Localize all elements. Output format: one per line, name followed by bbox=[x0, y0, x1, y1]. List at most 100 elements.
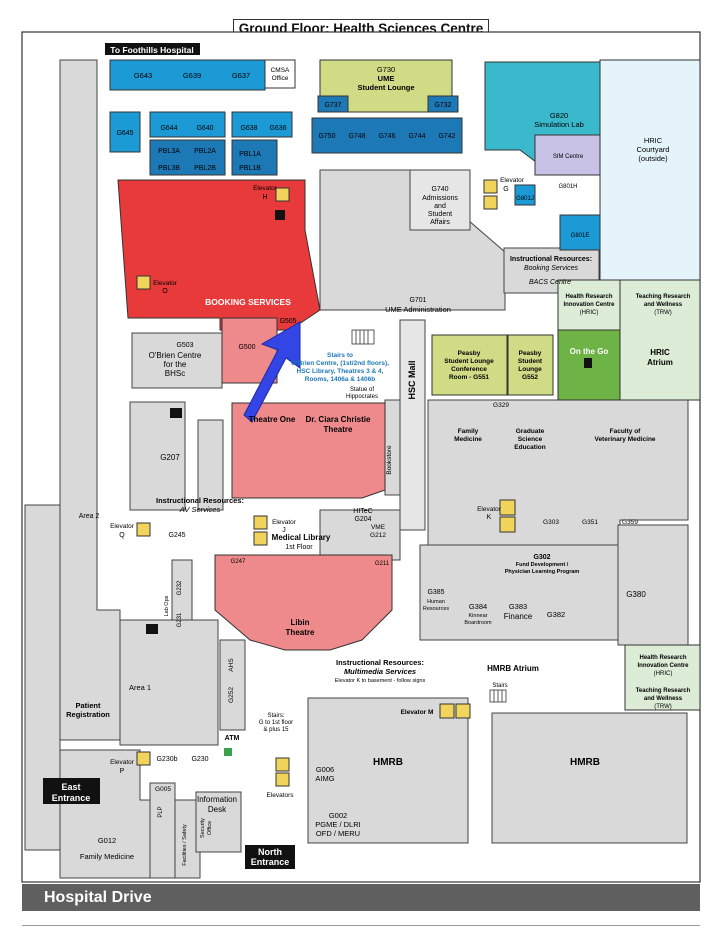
hric-innov3-label: (HRIC) bbox=[654, 671, 673, 677]
ume-lounge2-label: Student Lounge bbox=[357, 83, 414, 92]
g500-label: G500 bbox=[238, 344, 255, 351]
hric-courtyard1-label: HRIC bbox=[644, 136, 663, 145]
elevator-p1-label: Elevator bbox=[110, 759, 135, 766]
hric-atrium2-label: Atrium bbox=[647, 358, 673, 367]
washroom-icon bbox=[146, 210, 592, 634]
g384-1-label: G384 bbox=[469, 602, 487, 611]
g230-label: G230 bbox=[191, 756, 208, 763]
trw3-label: (TRW) bbox=[654, 704, 672, 710]
trw1-label: Teaching Research bbox=[636, 688, 691, 694]
facilities-label: Facilities / Safety bbox=[182, 824, 188, 866]
elevator-j2-label: J bbox=[282, 527, 286, 534]
g384-2-label: Kinnear bbox=[469, 613, 488, 619]
elevator-k2-label: K bbox=[487, 514, 492, 521]
north-line1-label: North bbox=[258, 847, 282, 857]
sim-centre-label: SIM Centre bbox=[553, 154, 584, 160]
elevator-q1-label: Elevator bbox=[110, 523, 135, 530]
elevator-h2-label: H bbox=[262, 194, 267, 201]
g638-label: G638 bbox=[240, 125, 257, 132]
hric-innov1-label: Health Research bbox=[565, 294, 612, 300]
g737-label: G737 bbox=[324, 102, 341, 109]
grad2-label: Science bbox=[518, 436, 543, 443]
hmrb-left-label: HMRB bbox=[373, 757, 403, 768]
east-line1-label: East bbox=[61, 782, 80, 792]
g252-label: G252 bbox=[228, 687, 235, 703]
area2-label: Area 2 bbox=[79, 513, 100, 520]
g503-label: G503 bbox=[176, 342, 193, 349]
g002-2-label: PGME / DLRI bbox=[315, 820, 360, 829]
g303-label: G303 bbox=[543, 519, 559, 526]
g639-label: G639 bbox=[183, 71, 201, 80]
g645-label: G645 bbox=[116, 130, 133, 137]
ir-av2-label: AV Services bbox=[179, 505, 221, 514]
g505-label: G505 bbox=[279, 318, 296, 325]
statue1-label: Statue of bbox=[350, 387, 374, 393]
bacs-label: BACS Centre bbox=[529, 279, 571, 286]
peasby1-1-label: Peasby bbox=[458, 350, 481, 357]
g637-label: G637 bbox=[232, 71, 250, 80]
plp-label: PLP bbox=[158, 806, 164, 817]
pbl2a-label: PBL2A bbox=[194, 148, 216, 155]
patient-reg1-label: Patient bbox=[75, 701, 101, 710]
stairs2-label: O'Brien Centre, (1st/2nd floors), bbox=[291, 360, 389, 367]
atm-label: ATM bbox=[225, 735, 240, 742]
g302-2-label: Fund Development / bbox=[516, 562, 569, 568]
g740-label: G740 bbox=[431, 186, 448, 193]
g384-3-label: Boardroom bbox=[464, 620, 492, 626]
g385-3-label: Resources bbox=[423, 606, 450, 612]
pbl1b-label: PBL1B bbox=[239, 165, 261, 172]
admissions3-label: Student bbox=[428, 211, 452, 218]
g302-1-label: G302 bbox=[533, 554, 550, 561]
hric-courtyard2-label: Courtyard bbox=[637, 145, 670, 154]
trw2-label: and Wellness bbox=[644, 302, 683, 308]
area1-label: Area 1 bbox=[129, 683, 151, 692]
g231-label: G231 bbox=[177, 612, 183, 627]
elevator-g2-label: G bbox=[503, 186, 508, 193]
patient-reg2-label: Registration bbox=[66, 710, 110, 719]
libin2-label: Theatre bbox=[286, 628, 315, 637]
ir-booking2-label: Booking Services bbox=[524, 265, 579, 272]
obrien3-label: BHSc bbox=[165, 369, 185, 378]
g002-3-label: OFD / MERU bbox=[316, 829, 360, 838]
info-desk1-label: Information bbox=[197, 795, 237, 804]
ir-mm3-label: Elevator K to basement - follow signs bbox=[335, 678, 426, 684]
atm-icon bbox=[224, 748, 232, 756]
medlib1-label: Medical Library bbox=[272, 533, 331, 542]
stairs-label: Stairs bbox=[492, 683, 507, 689]
g643-label: G643 bbox=[134, 71, 152, 80]
pbl3a-label: PBL3A bbox=[158, 148, 180, 155]
elevator-p2-label: P bbox=[120, 768, 125, 775]
booking-services-label: BOOKING SERVICES bbox=[205, 297, 291, 307]
family-med1-label: Family bbox=[458, 428, 479, 435]
obrien2-label: for the bbox=[164, 360, 187, 369]
elevator-o2-label: O bbox=[162, 288, 168, 295]
grad1-label: Graduate bbox=[516, 428, 545, 435]
g644-label: G644 bbox=[160, 125, 177, 132]
elevator-h1-label: Elevator bbox=[253, 185, 278, 192]
stairs3-label: HSC Library, Theatres 3 & 4, bbox=[297, 368, 384, 375]
hric-atrium1-label: HRIC bbox=[650, 348, 670, 357]
hsc-mall-label: HSC Mall bbox=[407, 360, 417, 399]
trw3-label: (TRW) bbox=[654, 310, 672, 316]
g247-label: G247 bbox=[231, 559, 246, 565]
hmrb-atrium-label: HMRB Atrium bbox=[487, 664, 539, 673]
obrien1-label: O'Brien Centre bbox=[149, 351, 202, 360]
g245-label: G245 bbox=[168, 532, 185, 539]
lab-ops-label: Lab Ops bbox=[164, 595, 170, 616]
elevator-g1-label: Elevator bbox=[500, 177, 525, 184]
ciara1-label: Dr. Ciara Christie bbox=[306, 415, 371, 424]
ir-av1-label: Instructional Resources: bbox=[156, 496, 244, 505]
you-are-here-arrow-icon bbox=[243, 321, 301, 423]
g329-label: G329 bbox=[493, 402, 509, 409]
grad3-label: Education bbox=[514, 444, 545, 451]
north-line2-label: Entrance bbox=[251, 857, 290, 867]
security2-label: Office bbox=[207, 821, 213, 835]
hric-courtyard3-label: (outside) bbox=[638, 154, 668, 163]
g006-1-label: G006 bbox=[316, 765, 334, 774]
elevator-k1-label: Elevator bbox=[477, 506, 502, 513]
libin1-label: Libin bbox=[290, 618, 309, 627]
foothills-label: To Foothills Hospital bbox=[110, 45, 193, 55]
statue2-label: Hippocrates bbox=[346, 394, 378, 400]
g006-2-label: AIMG bbox=[315, 774, 334, 783]
stairs-g3-label: & plus 15 bbox=[263, 727, 289, 733]
